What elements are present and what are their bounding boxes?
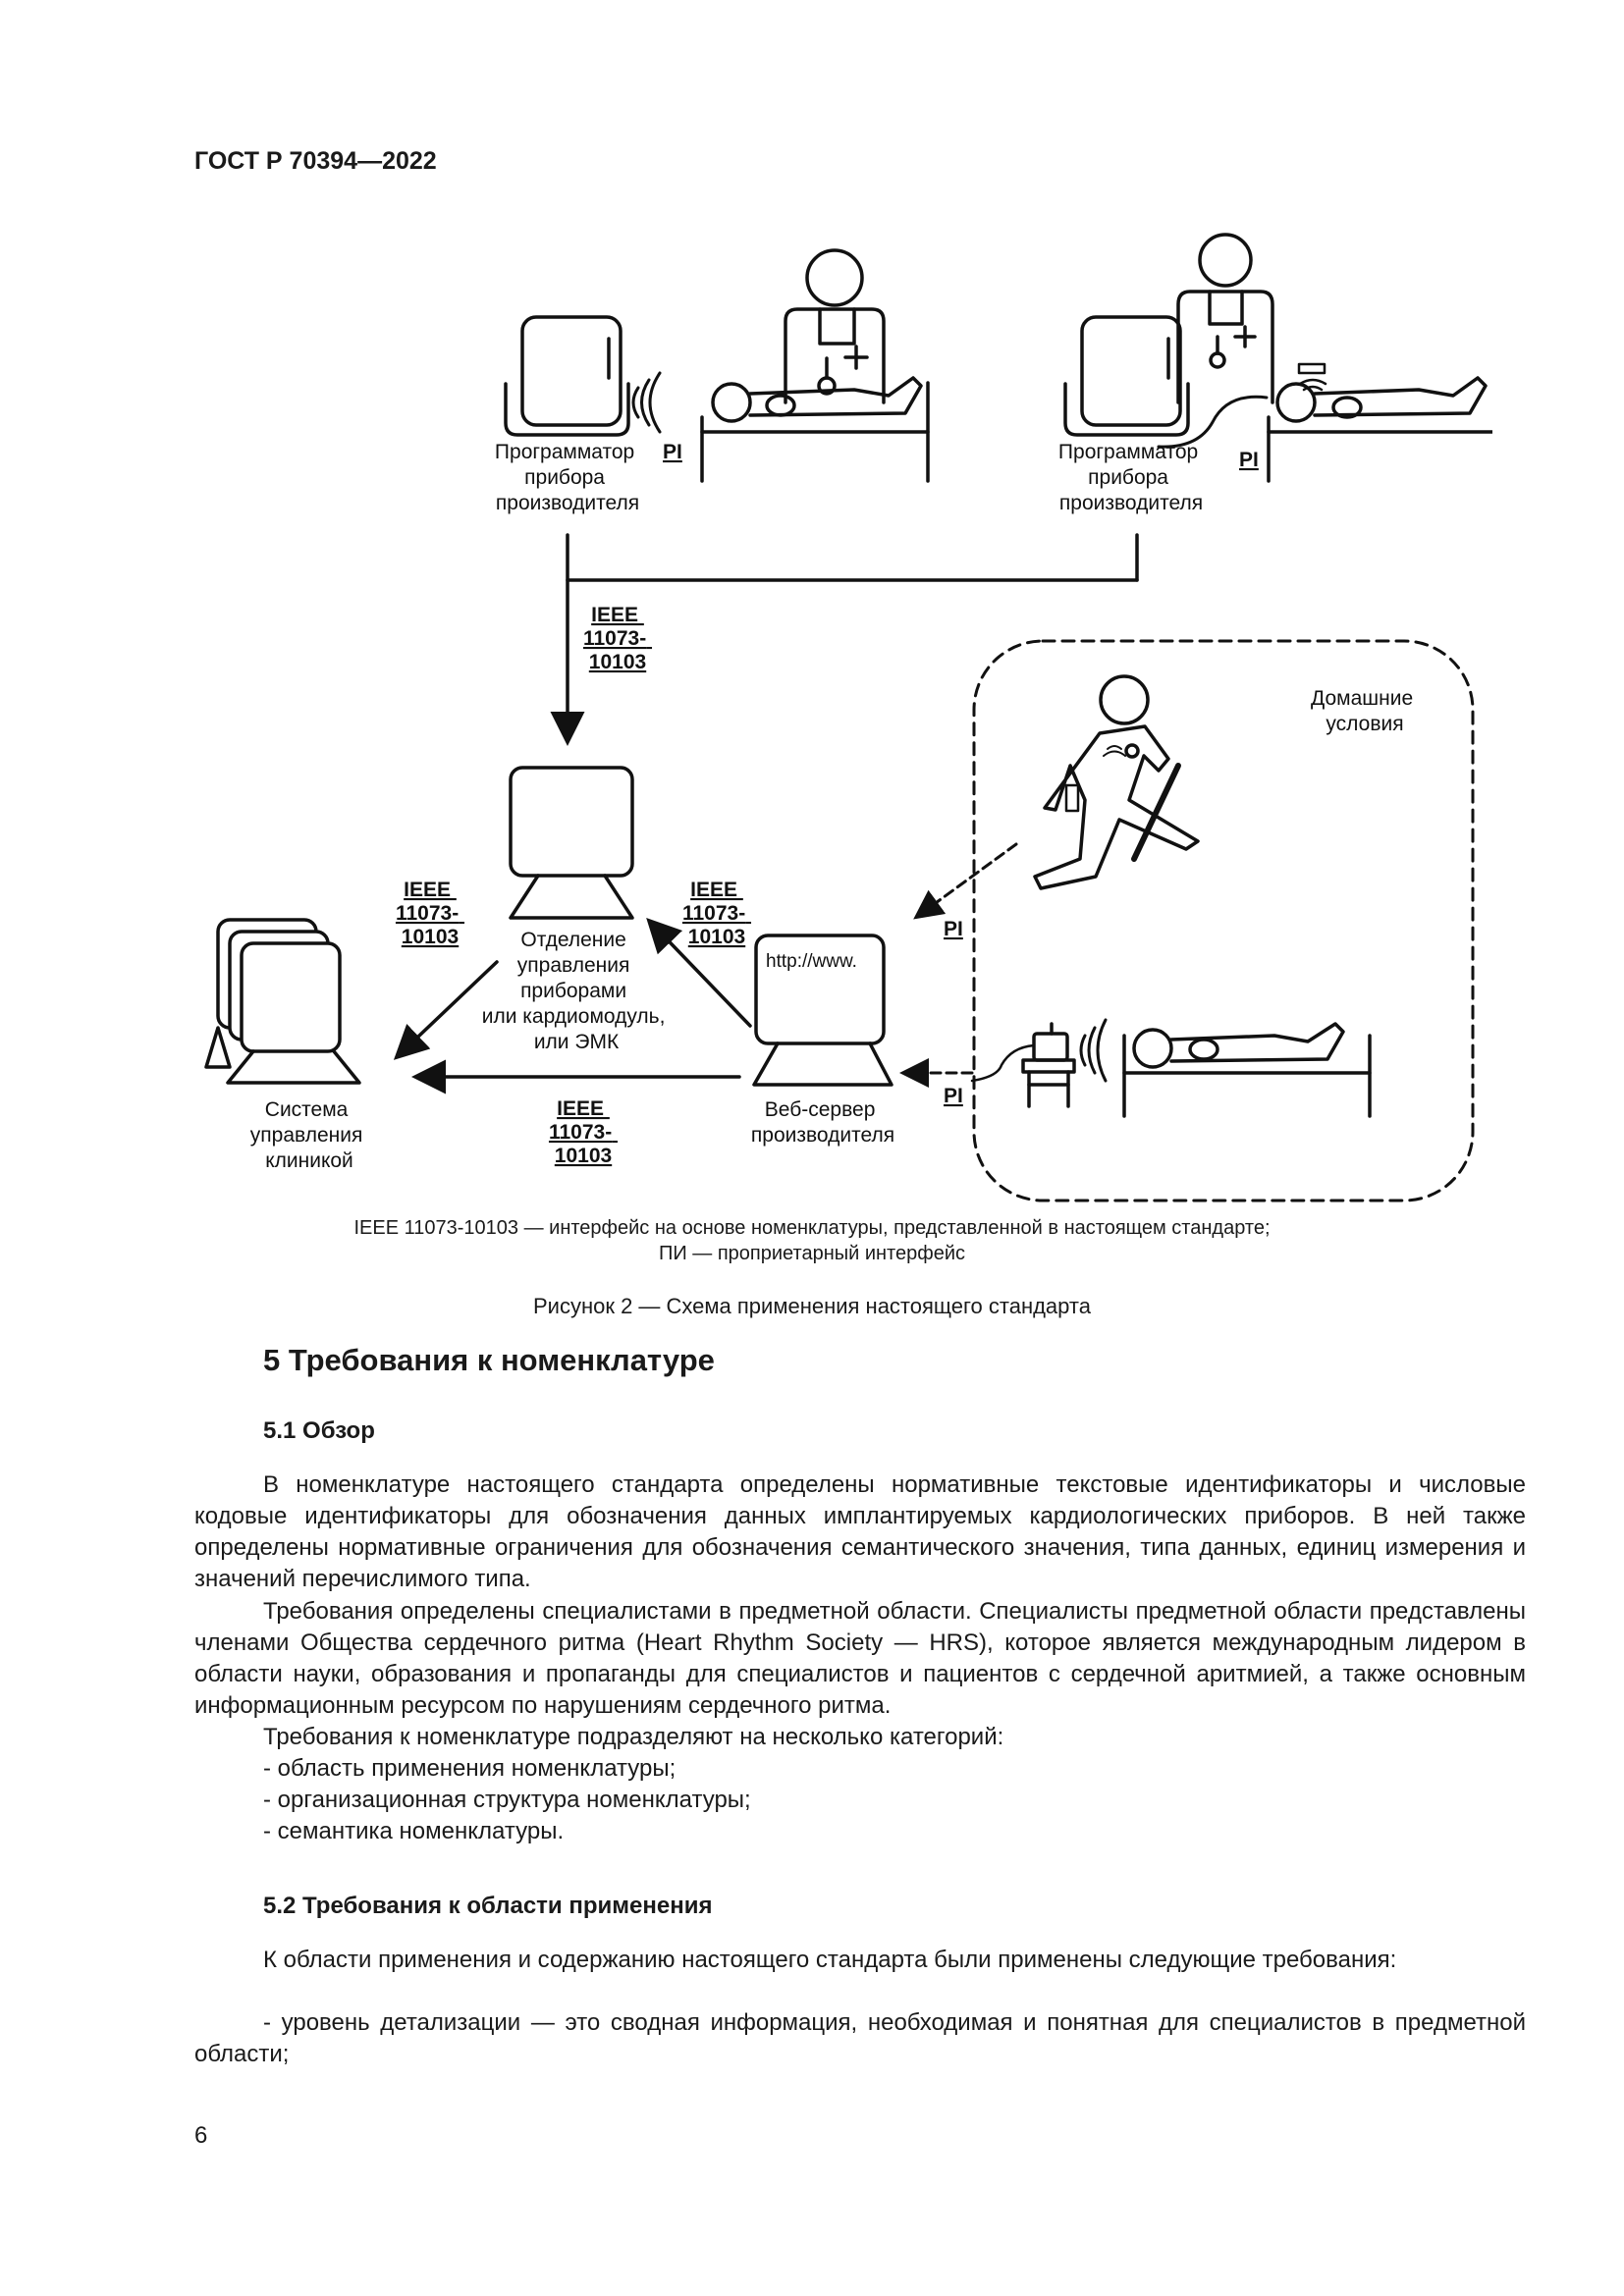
figure-legend-ieee: IEEE 11073-10103 — интерфейс на основе н… (353, 1217, 1271, 1239)
pi-label-right: PI (1239, 449, 1259, 471)
pi-label-walking: PI (944, 918, 963, 940)
pi-label-left: PI (663, 441, 682, 463)
ieee-label-top: IEEE 11073- 10103 (583, 604, 652, 673)
home-region-border (972, 639, 1475, 1202)
pi-label-bedside: PI (944, 1085, 963, 1107)
programmer-device-icon-left (504, 315, 630, 437)
figure-legend-pi: ПИ — проприетарный интерфейс (658, 1243, 965, 1264)
section-5-2-title: 5.2 Требования к области применения (263, 1893, 713, 1919)
doctor-icon-left (784, 248, 886, 404)
paragraph-scope: К области применения и содержанию настоя… (263, 1947, 1397, 1973)
paragraph-specialists: Требования определены специалистами в пр… (194, 1598, 1526, 1719)
center-station-icon (509, 766, 634, 920)
list-item: - область применения номенклатуры; (263, 1755, 677, 1782)
webserver-to-center-arrow (646, 917, 752, 1028)
webserver-label: Веб-сервер производителя (751, 1098, 894, 1147)
home-label: Домашние условия (1311, 687, 1419, 735)
figure-application-scheme: Программатор прибора производителя PI Пр… (204, 233, 1492, 1202)
list-item: - семантика номенклатуры. (263, 1818, 565, 1844)
programmer-connection-lines (550, 533, 1139, 746)
paragraph-categories: Требования к номенклатуре подразделяют н… (263, 1724, 1004, 1750)
list-item: - организационная структура номенклатуры… (263, 1787, 751, 1813)
programmer-label-right: Программатор прибора производителя (1058, 441, 1204, 514)
doctor-icon-right (1176, 233, 1274, 404)
paragraph-overview: В номенклатуре настоящего стандарта опре… (194, 1471, 1526, 1592)
clinic-label: Система управления клиникой (250, 1098, 368, 1172)
center-station-label: Отделение управления приборами или карди… (482, 929, 672, 1053)
center-to-clinic-arrow (393, 960, 499, 1060)
patient-bed-icon-home (1122, 1022, 1372, 1118)
bedside-monitor-icon (970, 1022, 1076, 1108)
ieee-label-left: IEEE 11073- 10103 (396, 879, 464, 948)
ieee-label-right: IEEE 11073- 10103 (682, 879, 751, 948)
webserver-icon (752, 934, 893, 1087)
pi-arrow-walking (913, 842, 1018, 920)
figure-caption: Рисунок 2 — Схема применения настоящего … (533, 1294, 1091, 1318)
programmer-device-icon-right (1063, 315, 1190, 437)
wireless-signal-icon-home (1079, 1018, 1108, 1083)
walking-patient-icon (1033, 674, 1200, 890)
wand-cable-icon (1157, 362, 1326, 449)
section-5-title: 5 Требования к номенклатуре (263, 1343, 715, 1377)
clinic-monitors-icon (204, 918, 361, 1085)
webserver-url: http://www. (766, 951, 857, 972)
patient-bed-icon-right (1267, 376, 1492, 483)
programmer-label-left: Программатор прибора производителя (495, 441, 640, 514)
ieee-label-bottom: IEEE 11073- 10103 (549, 1097, 618, 1167)
paragraph-detail-level: - уровень детализации — это сводная инфо… (194, 2009, 1526, 2067)
page-number: 6 (194, 2122, 208, 2149)
wireless-signal-icon-left (631, 371, 662, 434)
document-header: ГОСТ Р 70394—2022 (194, 147, 437, 175)
section-5-1-title: 5.1 Обзор (263, 1417, 375, 1444)
patient-bed-icon-left (700, 376, 930, 483)
